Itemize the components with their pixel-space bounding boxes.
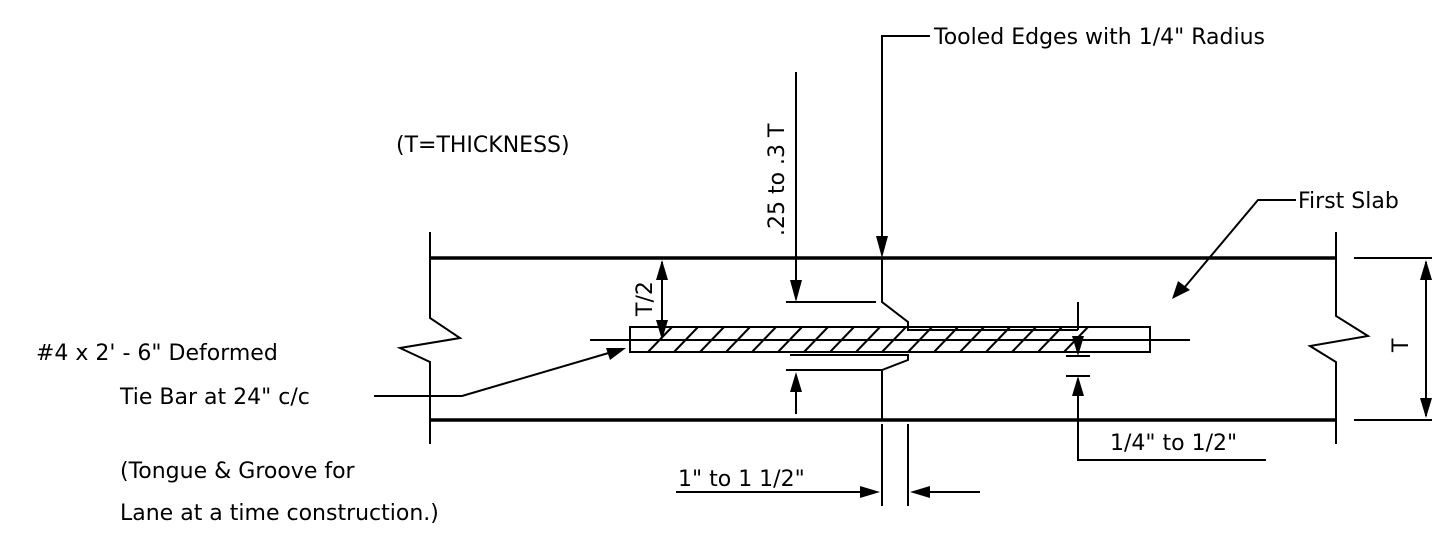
joint-profile-line: [881, 258, 1078, 331]
joint-profile-lower-line: [790, 354, 909, 420]
tongue-groove-note-line2: Lane at a time construction.): [120, 501, 439, 526]
half-thickness-arrowhead-down: [656, 320, 668, 340]
clearance-leader: [1077, 396, 1266, 461]
half-thickness-label: T/2: [633, 281, 658, 317]
tooled-edges-arrowhead: [876, 236, 888, 258]
thickness-arrowhead-up: [1420, 260, 1432, 280]
first-slab-arrowhead: [1172, 281, 1190, 299]
thickness-label: T: [1389, 338, 1414, 353]
lower-offset-arrowhead: [790, 372, 802, 392]
half-thickness-arrowhead-up: [656, 260, 668, 280]
tie-bar-leader: [374, 351, 613, 397]
tooled-edges-leader: [881, 35, 930, 248]
thickness-arrowhead-down: [1420, 398, 1432, 418]
groove-width-arrowhead-left: [860, 486, 880, 498]
tie-bar-arrowhead: [606, 348, 626, 360]
right-break-line: [1307, 232, 1371, 444]
clearance-arrowhead-down: [1072, 336, 1084, 356]
tooled-edges-label: Tooled Edges with 1/4" Radius: [933, 25, 1265, 50]
groove-width-arrowhead-right: [910, 486, 930, 498]
tie-bar-label-line1: #4 x 2' - 6" Deformed: [36, 341, 278, 366]
clearance-label: 1/4" to 1/2": [1110, 431, 1237, 456]
tongue-groove-note-line1: (Tongue & Groove for: [120, 459, 356, 484]
clearance-arrowhead-up: [1072, 376, 1084, 396]
groove-width-label: 1" to 1 1/2": [678, 467, 805, 492]
depth-range-label: .25 to .3 T: [765, 123, 790, 236]
thickness-note: (T=THICKNESS): [396, 133, 570, 158]
depth-range-arrowhead: [790, 280, 802, 302]
first-slab-leader: [1183, 199, 1296, 289]
left-break-line: [396, 232, 463, 444]
first-slab-label: First Slab: [1298, 189, 1399, 214]
tie-bar-label-line2: Tie Bar at 24" c/c: [119, 385, 310, 410]
